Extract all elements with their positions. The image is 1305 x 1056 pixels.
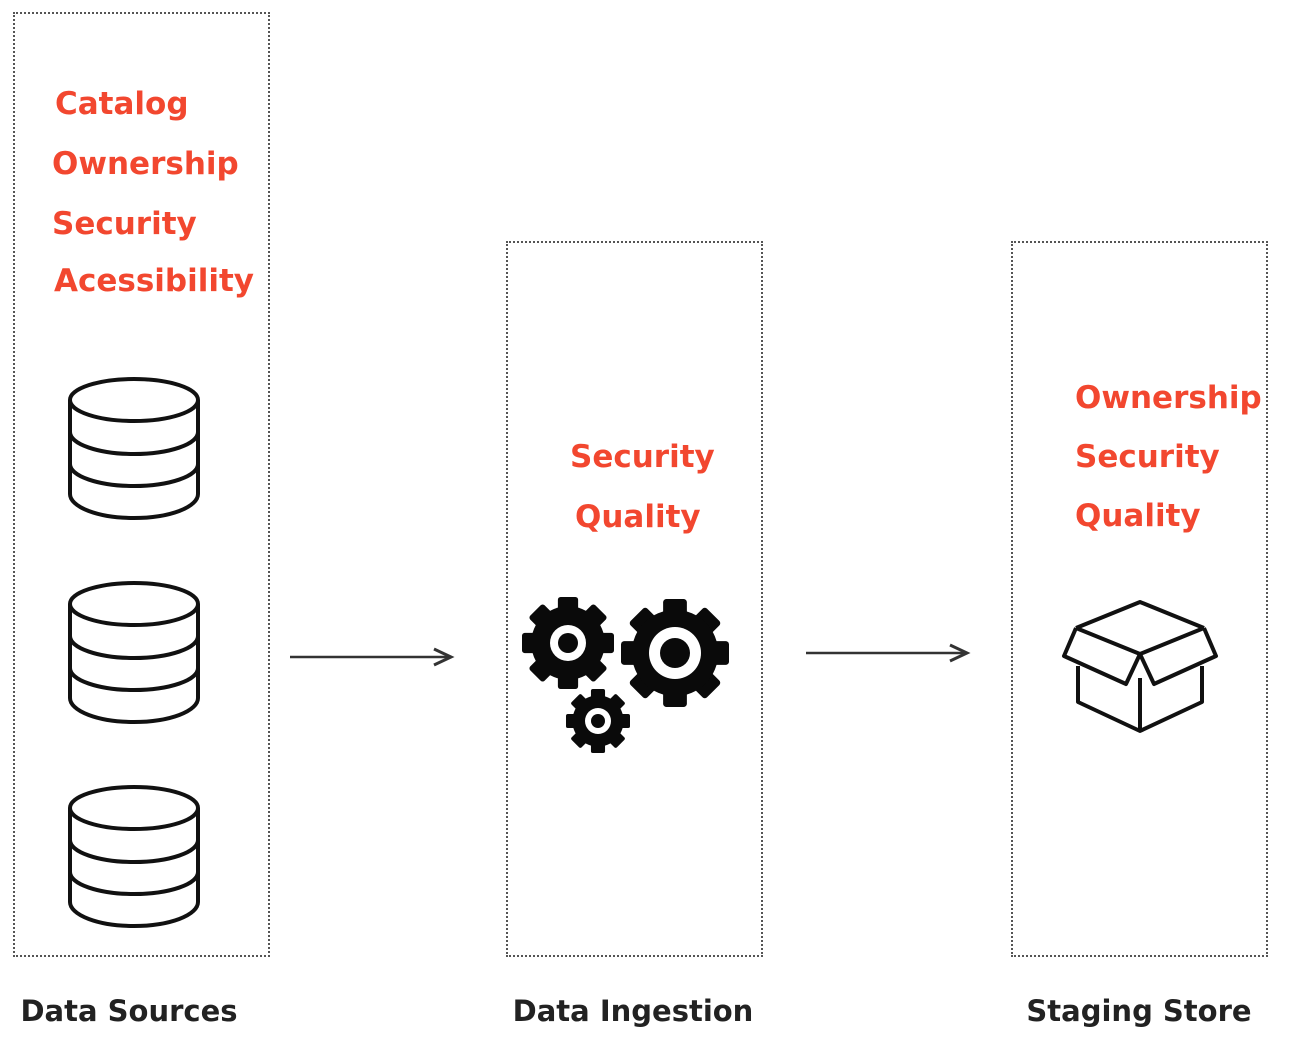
- tag-security: Security: [52, 206, 197, 242]
- tag-quality: Quality: [1075, 498, 1201, 534]
- tag-security: Security: [570, 439, 715, 475]
- stage-staging-store: [1011, 241, 1268, 957]
- database-icon: [68, 581, 200, 724]
- tag-security: Security: [1075, 439, 1220, 475]
- database-icon: [68, 377, 200, 520]
- tag-ownership: Ownership: [1075, 380, 1262, 416]
- caption-data-ingestion: Data Ingestion: [512, 994, 754, 1028]
- gears-icon: [522, 597, 729, 753]
- database-icon: [68, 785, 200, 928]
- caption-staging-store: Staging Store: [1026, 994, 1252, 1028]
- open-box-icon: [1062, 600, 1218, 733]
- tag-acessibility: Acessibility: [54, 263, 255, 299]
- caption-data-sources: Data Sources: [20, 994, 238, 1028]
- flow-arrow: [290, 647, 455, 667]
- tag-quality: Quality: [575, 499, 701, 535]
- flow-arrow: [806, 643, 971, 663]
- tag-ownership: Ownership: [52, 146, 239, 182]
- stage-data-ingestion: [506, 241, 763, 957]
- tag-catalog: Catalog: [55, 86, 189, 122]
- stage-data-sources: [13, 12, 270, 957]
